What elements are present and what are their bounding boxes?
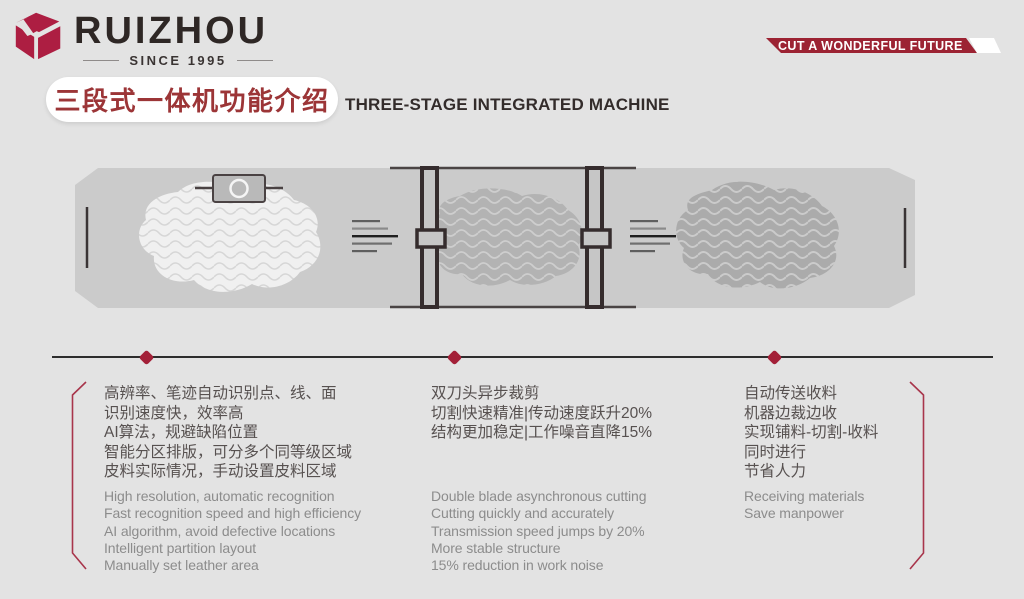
feature-line: Fast recognition speed and high efficien…: [104, 505, 362, 522]
feature-line: Cutting quickly and accurately: [431, 505, 614, 522]
feature-line: 实现铺料-切割-收料: [744, 424, 879, 441]
feature-line: 双刀头异步裁剪: [431, 385, 540, 402]
stage-2-en-lines: Double blade asynchronous cutting Cuttin…: [431, 488, 731, 574]
page-title-pill: 三段式一体机功能介绍: [46, 77, 338, 122]
cutting-gantry-2: [580, 166, 612, 309]
slogan-ribbon: [766, 38, 1001, 53]
speed-lines-icon-1: [352, 220, 398, 253]
timeline-marker-3: [766, 349, 783, 365]
page-title-en: THREE-STAGE INTEGRATED MACHINE: [345, 95, 670, 114]
stage-3-en-lines: Receiving materials Save manpower: [744, 488, 944, 523]
stage-2-zh-lines: 双刀头异步裁剪 切割快速精准|传动速度跃升20% 结构更加稳定|工作噪音直降15…: [431, 384, 731, 486]
feature-line: 机器边裁边收: [744, 404, 838, 422]
since-rule-right: [236, 60, 273, 61]
timeline-marker-1: [138, 349, 155, 365]
feature-line: Transmission speed jumps by 20%: [431, 522, 645, 539]
slogan-text: CUT A WONDERFUL FUTURE: [778, 39, 963, 53]
leather-piece-stage3: [676, 181, 839, 289]
cutter-head-2: [580, 228, 612, 249]
brand-name: RUIZHOU: [74, 10, 269, 52]
feature-line: 节省人力: [744, 463, 807, 480]
feature-line: 自动传送收料: [744, 385, 838, 402]
timeline-line: [52, 356, 993, 358]
feature-line: Intelligent partition layout: [104, 539, 257, 556]
feature-line: Receiving materials: [744, 488, 865, 504]
leather-piece-stage1: [139, 181, 321, 292]
feature-line: 识别速度快，效率高: [104, 404, 244, 422]
since-rule-left: [83, 60, 120, 61]
stage-3-features: 自动传送收料 机器边裁边收 实现铺料-切割-收料 同时进行 节省人力 Recei…: [744, 384, 944, 523]
stage-1-en-lines: High resolution, automatic recognition F…: [104, 488, 430, 574]
brand-since: SINCE 1995: [129, 53, 227, 68]
page-title-zh: 三段式一体机功能介绍: [54, 86, 330, 116]
leather-piece-stage2: [430, 188, 583, 286]
scanner-head-icon: [195, 174, 283, 203]
feature-line: Double blade asynchronous cutting: [431, 488, 647, 504]
feature-line: 15% reduction in work noise: [431, 557, 604, 574]
feature-line: More stable structure: [431, 539, 561, 556]
brand-since-row: SINCE 1995: [72, 53, 284, 68]
left-bracket: [71, 381, 87, 570]
feature-line: 结构更加稳定|工作噪音直降15%: [431, 424, 653, 441]
machine-diagram: [75, 166, 915, 309]
feature-line: Save manpower: [744, 505, 844, 522]
stage-3-zh-lines: 自动传送收料 机器边裁边收 实现铺料-切割-收料 同时进行 节省人力: [744, 384, 944, 486]
feature-line: High resolution, automatic recognition: [104, 488, 335, 504]
feature-line: AI算法，规避缺陷位置: [104, 424, 259, 441]
feature-line: 高辨率、笔迹自动识别点、线、面: [104, 385, 337, 402]
stage-2-features: 双刀头异步裁剪 切割快速精准|传动速度跃升20% 结构更加稳定|工作噪音直降15…: [431, 384, 731, 574]
feature-line: 切割快速精准|传动速度跃升20%: [431, 404, 653, 422]
speed-lines-icon-2: [630, 220, 676, 253]
feature-line: AI algorithm, avoid defective locations: [104, 522, 336, 539]
feature-line: Manually set leather area: [104, 557, 259, 574]
feature-line: 皮料实际情况，手动设置皮料区域: [104, 463, 337, 480]
logo-cube-icon: [15, 12, 61, 60]
feature-line: 同时进行: [744, 443, 807, 461]
timeline-marker-2: [446, 349, 463, 365]
stage-1-zh-lines: 高辨率、笔迹自动识别点、线、面 识别速度快，效率高 AI算法，规避缺陷位置 智能…: [104, 384, 430, 486]
right-bracket: [909, 381, 925, 570]
cutter-head-1: [415, 228, 447, 249]
feature-line: 智能分区排版，可分多个同等级区域: [104, 443, 353, 461]
cutting-gantry-1: [415, 166, 447, 309]
stage-1-features: 高辨率、笔迹自动识别点、线、面 识别速度快，效率高 AI算法，规避缺陷位置 智能…: [104, 384, 430, 574]
